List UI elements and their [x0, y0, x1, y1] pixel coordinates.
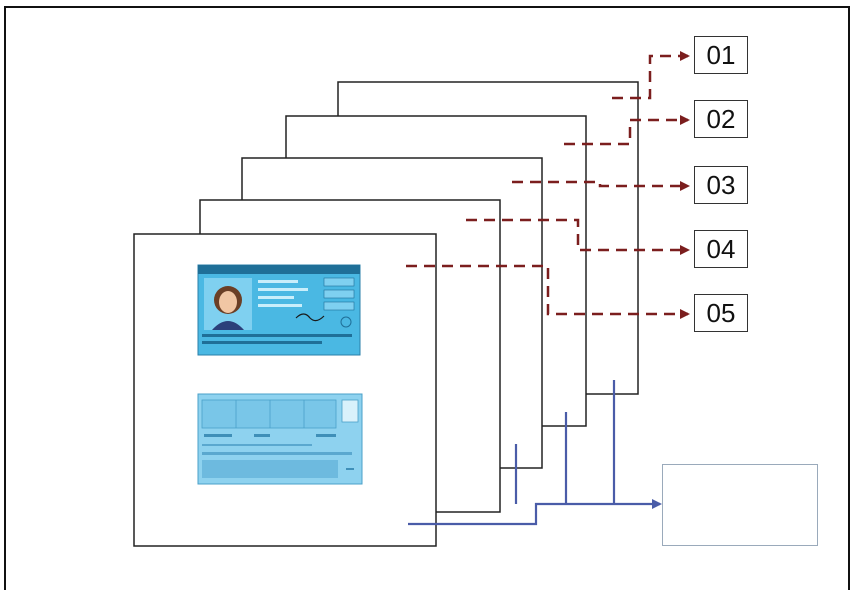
connector-03 [512, 180, 690, 191]
outer-frame [4, 6, 850, 590]
connector-05 [406, 264, 690, 319]
layer-label-01: 01 [694, 36, 748, 74]
layer-label-04: 04 [694, 230, 748, 268]
layer-label-05: 05 [694, 294, 748, 332]
id-card-front [197, 264, 361, 356]
id-card-back [197, 393, 363, 485]
blue-connectors [408, 380, 662, 526]
signature-box [662, 464, 818, 546]
connector-02 [564, 115, 690, 146]
connector-01 [612, 51, 690, 100]
connector-04 [466, 218, 690, 255]
layer-label-02: 02 [694, 100, 748, 138]
dashed-connectors [406, 51, 690, 319]
layer-label-03: 03 [694, 166, 748, 204]
